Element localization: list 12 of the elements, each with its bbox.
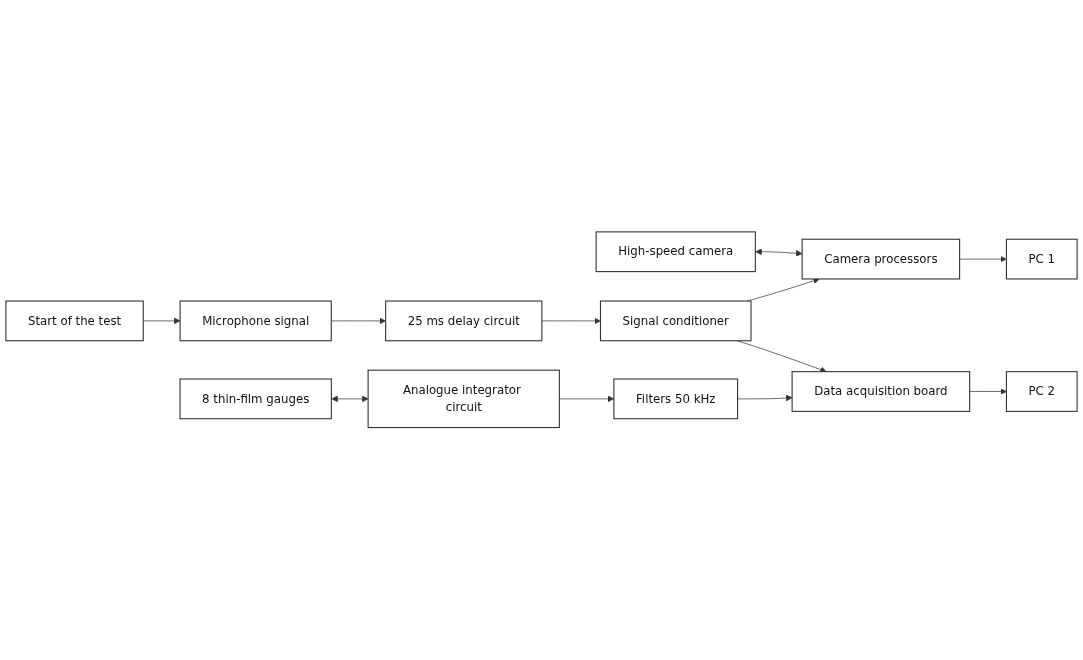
node-box: Data acquisition board bbox=[791, 371, 971, 413]
node-box: PC 2 bbox=[1005, 371, 1078, 413]
node-box: Filters 50 kHz bbox=[613, 378, 739, 420]
node-box: Start of the test bbox=[5, 300, 144, 342]
node-box: Signal conditioner bbox=[599, 300, 752, 342]
node-box: 25 ms delay circuit bbox=[385, 300, 543, 342]
node-box: Camera processors bbox=[801, 238, 961, 280]
node-box: Microphone signal bbox=[179, 300, 332, 342]
node-box: Analogue integrator circuit bbox=[367, 369, 560, 429]
node-box: High-speed camera bbox=[595, 231, 756, 273]
node-box: PC 1 bbox=[1005, 238, 1078, 280]
node-box: 8 thin-film gauges bbox=[179, 378, 332, 420]
